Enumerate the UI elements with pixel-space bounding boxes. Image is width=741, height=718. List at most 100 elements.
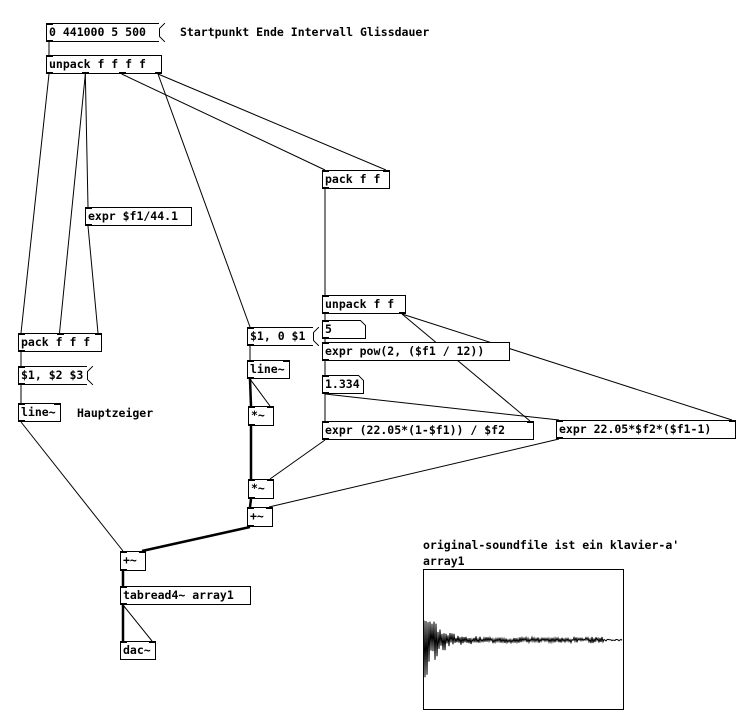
- object-pack-fff[interactable]: pack f f f: [18, 333, 102, 352]
- inlet[interactable]: [85, 207, 92, 209]
- inlet[interactable]: [322, 320, 329, 322]
- comment-hauptzeiger: Hauptzeiger: [77, 406, 154, 420]
- object-expr-pow[interactable]: expr pow(2, ($f1 / 12)): [322, 342, 510, 361]
- patch-cord-unpack2-to-expr-b[interactable]: [401, 313, 733, 421]
- outlet[interactable]: [46, 40, 53, 42]
- outlet[interactable]: [322, 438, 329, 440]
- outlet[interactable]: [18, 350, 25, 352]
- inlet[interactable]: [247, 327, 254, 329]
- patch-cord-mul2-to-add2[interactable]: [248, 498, 253, 508]
- outlet[interactable]: [322, 187, 329, 189]
- message-line-main[interactable]: $1, $2 $3: [18, 366, 93, 385]
- patch-cord-unpack4-to-pack3[interactable]: [59, 73, 86, 334]
- inlet[interactable]: [120, 586, 127, 588]
- outlet[interactable]: [247, 377, 254, 379]
- outlet[interactable]: [18, 383, 25, 385]
- inlet[interactable]: [18, 403, 25, 405]
- outlet[interactable]: [247, 344, 254, 346]
- object-expr-a[interactable]: expr (22.05*(1-$f1)) / $f2: [322, 421, 534, 440]
- object-add1[interactable]: +~: [120, 551, 146, 571]
- outlet[interactable]: [118, 72, 126, 74]
- inlet[interactable]: [556, 420, 563, 422]
- inlet[interactable]: [149, 641, 156, 643]
- object-pack-ff[interactable]: pack f f: [322, 170, 390, 189]
- inlet[interactable]: [283, 360, 290, 362]
- object-dac[interactable]: dac~: [120, 641, 156, 660]
- outlet[interactable]: [322, 359, 329, 361]
- number-box-interval[interactable]: 5: [322, 320, 366, 339]
- patch-cord-expr-a-to-mul2[interactable]: [269, 439, 326, 480]
- comment-soundfile: original-soundfile ist ein klavier-a': [423, 538, 680, 552]
- patch-cord-line-gliss-to-mul1[interactable]: [248, 378, 253, 407]
- patch-cord-unpack2-to-expr-a[interactable]: [401, 313, 531, 422]
- object-tabread4[interactable]: tabread4~ array1: [120, 586, 251, 605]
- outlet[interactable]: [248, 497, 255, 499]
- inlet[interactable]: [248, 479, 255, 481]
- inlet[interactable]: [120, 551, 127, 553]
- object-mul1[interactable]: *~: [248, 406, 274, 426]
- patch-cord-add2-to-add1[interactable]: [141, 525, 251, 553]
- outlet[interactable]: [46, 72, 53, 74]
- outlet[interactable]: [556, 437, 563, 439]
- object-expr-b[interactable]: expr 22.05*$f2*($f1-1): [556, 420, 736, 439]
- patch-cord-line-main-to-add1[interactable]: [20, 421, 124, 552]
- inlet[interactable]: [18, 366, 25, 368]
- patch-cord-unpack4-to-expr-div[interactable]: [84, 73, 89, 208]
- number-box-ratio[interactable]: 1.334: [322, 375, 364, 394]
- patch-cord-expr-b-to-add2[interactable]: [268, 438, 560, 508]
- patch-cord-tabread-to-dac[interactable]: [122, 604, 153, 642]
- patch-cord-unpack4-to-pack2[interactable]: [157, 73, 387, 171]
- inlet[interactable]: [267, 406, 274, 408]
- inlet[interactable]: [322, 170, 329, 172]
- outlet[interactable]: [120, 603, 127, 605]
- object-unpack-ffff[interactable]: unpack f f f f: [46, 55, 162, 74]
- inlet[interactable]: [18, 333, 25, 335]
- inlet[interactable]: [527, 421, 534, 423]
- patch-cord-unpack4-to-pack2[interactable]: [121, 73, 326, 171]
- inlet[interactable]: [322, 342, 329, 344]
- message-start-params[interactable]: 0 441000 5 500: [46, 23, 165, 42]
- outlet[interactable]: [82, 72, 90, 74]
- patch-cord-expr-div-to-pack3[interactable]: [87, 225, 99, 334]
- inlet[interactable]: [729, 420, 736, 422]
- inlet[interactable]: [322, 375, 329, 377]
- outlet[interactable]: [18, 420, 25, 422]
- array-graph[interactable]: [423, 569, 624, 710]
- inlet[interactable]: [247, 507, 254, 509]
- object-unpack-ff[interactable]: unpack f f: [322, 295, 406, 314]
- patch-cord-num-ratio-to-expr-b[interactable]: [324, 393, 560, 421]
- inlet[interactable]: [322, 421, 329, 423]
- outlet[interactable]: [248, 424, 255, 426]
- outlet[interactable]: [322, 312, 329, 314]
- inlet[interactable]: [322, 295, 329, 297]
- inlet[interactable]: [266, 507, 273, 509]
- outlet[interactable]: [322, 337, 329, 339]
- patch-cord-unpack4-to-pack3[interactable]: [20, 73, 50, 334]
- inlet[interactable]: [383, 170, 390, 172]
- inlet[interactable]: [46, 55, 53, 57]
- inlet[interactable]: [139, 551, 146, 553]
- object-line-main[interactable]: line~: [18, 403, 61, 422]
- outlet[interactable]: [399, 312, 406, 314]
- inlet[interactable]: [120, 641, 127, 643]
- patch-cord-line-gliss-to-mul1[interactable]: [249, 378, 271, 407]
- object-expr-div[interactable]: expr $f1/44.1: [85, 207, 192, 226]
- inlet[interactable]: [46, 23, 53, 25]
- inlet[interactable]: [247, 360, 254, 362]
- outlet[interactable]: [120, 569, 127, 571]
- object-add2[interactable]: +~: [247, 507, 273, 527]
- outlet[interactable]: [155, 72, 162, 74]
- object-mul2[interactable]: *~: [248, 479, 274, 499]
- inlet[interactable]: [95, 333, 102, 335]
- outlet[interactable]: [85, 224, 92, 226]
- inlet[interactable]: [56, 333, 64, 335]
- inlet[interactable]: [267, 479, 274, 481]
- outlet[interactable]: [247, 525, 254, 527]
- message-line-gliss[interactable]: $1, 0 $1: [247, 327, 319, 346]
- inlet[interactable]: [54, 403, 61, 405]
- inlet[interactable]: [248, 406, 255, 408]
- patch-cord-unpack4-to-msg-line-gliss[interactable]: [157, 73, 251, 328]
- object-line-gliss[interactable]: line~: [247, 360, 290, 379]
- outlet[interactable]: [322, 392, 329, 394]
